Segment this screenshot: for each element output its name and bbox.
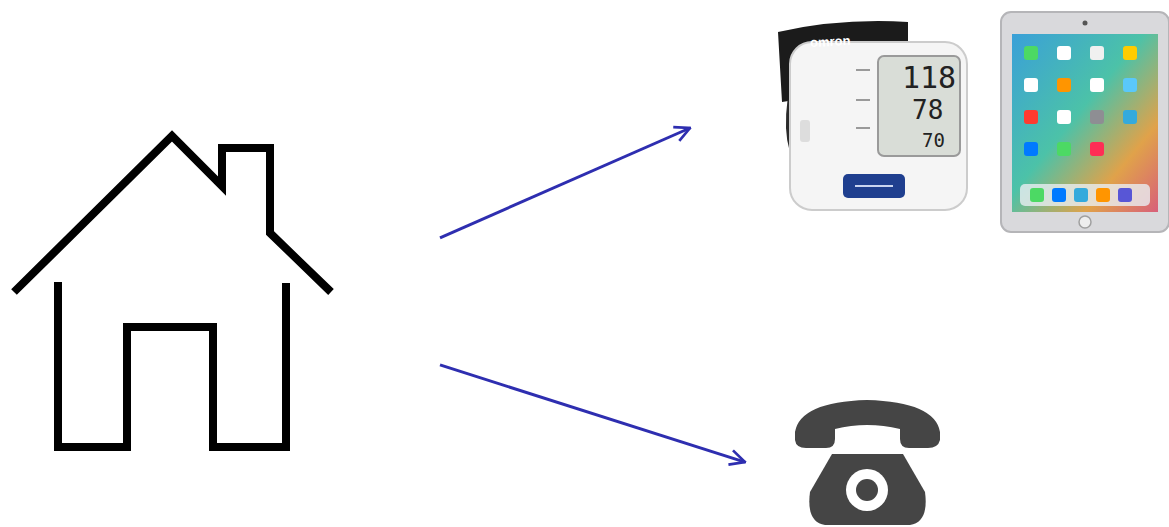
dock-icon	[1052, 188, 1066, 202]
house-icon	[14, 136, 331, 447]
tablet-home-button	[1079, 216, 1091, 228]
phone-handset	[795, 400, 940, 448]
app-icon	[1123, 78, 1137, 92]
app-icon	[1123, 46, 1137, 60]
diastolic-reading: 78	[912, 97, 943, 123]
app-icon	[1057, 78, 1071, 92]
pulse-reading: 70	[922, 131, 945, 150]
blood-pressure-monitor	[778, 21, 967, 210]
start-button	[843, 174, 905, 198]
app-icon	[1024, 142, 1038, 156]
monitor-body	[790, 42, 967, 210]
dock-icon	[1074, 188, 1088, 202]
systolic-reading: 118	[902, 63, 956, 93]
app-icon	[1057, 46, 1071, 60]
dock-icon	[1118, 188, 1132, 202]
house-node	[10, 125, 440, 455]
screen-mark	[856, 99, 870, 101]
app-icon	[1024, 46, 1038, 60]
tablet-device	[1001, 12, 1169, 232]
dock-icon	[1096, 188, 1110, 202]
brand-label: omron	[810, 34, 851, 49]
flow-arrow	[440, 128, 690, 238]
phone-dial-center	[856, 479, 878, 501]
side-button	[800, 120, 810, 142]
button-mark	[855, 185, 893, 187]
phone-body	[809, 454, 925, 525]
app-icon	[1024, 78, 1038, 92]
app-icon	[1090, 110, 1104, 124]
screen-mark	[856, 127, 870, 129]
tablet-screen	[1012, 34, 1158, 212]
app-icons	[1024, 46, 1137, 156]
screen-mark	[856, 69, 870, 71]
app-icon	[1024, 110, 1038, 124]
house-roof	[14, 136, 331, 292]
app-icon	[1090, 78, 1104, 92]
dock-icons	[1030, 188, 1132, 202]
app-icon	[1123, 110, 1137, 124]
telephone-node	[745, 395, 945, 527]
screen-marks	[856, 70, 870, 128]
app-icon	[1057, 142, 1071, 156]
flow-arrow	[440, 365, 745, 462]
dock-icon	[1030, 188, 1044, 202]
phone-dial-ring	[846, 469, 888, 511]
monitor-screen	[878, 56, 960, 156]
monitor-node: omron 118 78 70	[690, 15, 990, 215]
house-walls	[58, 282, 286, 447]
tablet-dock	[1020, 184, 1150, 206]
app-icon	[1090, 142, 1104, 156]
tablet-frame	[1001, 12, 1169, 232]
app-icon	[1057, 110, 1071, 124]
telephone-icon	[795, 400, 940, 525]
app-icon	[1090, 46, 1104, 60]
tablet-camera	[1083, 21, 1088, 26]
